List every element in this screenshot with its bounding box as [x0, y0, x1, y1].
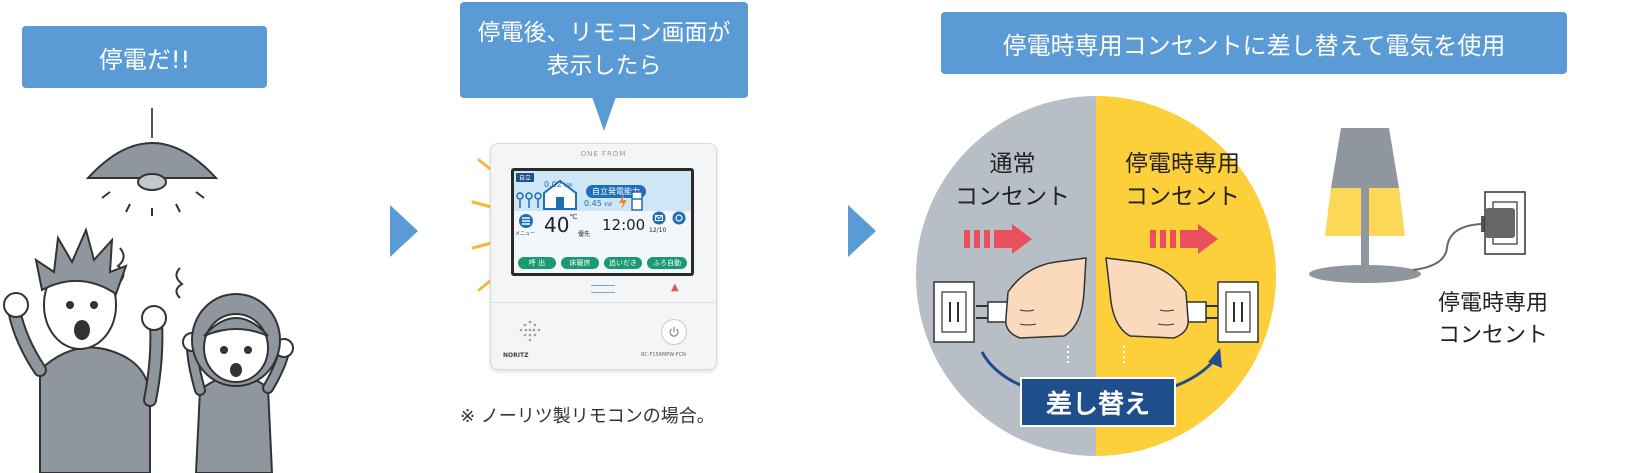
priority-label: 優先 [578, 231, 591, 238]
normal-outlet-label-line-1: 通常 [989, 151, 1036, 177]
red-arrow-right [1150, 224, 1218, 254]
callout-power-outage: 停電だ!! [22, 26, 267, 88]
remote-button-floor-heating[interactable]: 床暖房 [561, 257, 599, 269]
power-left-unit: kW [564, 183, 573, 189]
outage-outlet-label-line-1: 停電時専用 [1125, 151, 1240, 177]
red-arrow-left [964, 224, 1032, 254]
self-power-label: 自立発電能力 [586, 185, 646, 198]
normal-outlet-label-line-2: コンセント [955, 184, 1070, 211]
flame-indicator: ▲ [671, 282, 679, 293]
lamp-shade [1331, 128, 1399, 188]
remote-model: RC-F156MPW-FCN [641, 352, 686, 358]
outage-outlet-label-line-2: コンセント [1125, 184, 1240, 211]
callout-text: 停電時専用コンセントに差し替えて電気を使用 [1002, 31, 1506, 60]
power-left-value: 0.02 [544, 180, 562, 189]
hand-pulling-plug [976, 257, 1087, 339]
remote-button-auto-bath[interactable]: ふろ自動 [647, 257, 687, 269]
callout-tail [592, 97, 616, 131]
lamp-outlet-label: 停電時専用 コンセント [1418, 288, 1568, 352]
fridge-icon [631, 191, 643, 211]
callout-line-2: 表示したら [546, 53, 662, 79]
power-right-unit: kW [604, 202, 613, 208]
lightning-icon [619, 194, 627, 210]
power-right-value: 0.45 [584, 199, 602, 208]
callout-line-1: 停電後、リモコン画面が [477, 19, 731, 46]
mail-icon [652, 211, 666, 225]
remote-screen: 自立 自立発電能力 0.02 kW 0.45 kW [511, 168, 694, 276]
power-right-readout: 0.45 kW [584, 199, 612, 208]
wall-outlet [1484, 191, 1526, 255]
speaker-grille [519, 320, 541, 342]
screen-display: 自立 自立発電能力 0.02 kW 0.45 kW [514, 171, 691, 273]
remote-button-reheat[interactable]: 追いだき [604, 257, 642, 269]
step-arrow-2 [848, 205, 876, 257]
mode-tag: 自立 [516, 173, 535, 182]
time-readout: 12:00 [602, 216, 646, 234]
lamp-outlet-label-line-2: コンセント [1437, 322, 1548, 348]
outage-outlet [1217, 281, 1259, 343]
power-left-readout: 0.02 kW [544, 180, 572, 189]
house-icon [543, 179, 577, 210]
remote-divider [491, 302, 716, 303]
swap-badge-text: 差し替え [1045, 389, 1150, 420]
power-icon [669, 327, 679, 337]
power-cord [1412, 223, 1482, 271]
remote-note: ※ ノーリツ製リモコンの場合。 [460, 406, 715, 427]
date-readout: 12/10 [649, 227, 667, 234]
normal-outlet [933, 281, 975, 343]
menu-label: メニュー [515, 231, 536, 237]
callout-use-outage-outlet: 停電時専用コンセントに差し替えて電気を使用 [941, 12, 1567, 74]
lamp-outlet-label-line-1: 停電時専用 [1437, 291, 1548, 316]
swap-badge: 差し替え [1020, 377, 1176, 427]
temp-readout: 40℃ [544, 213, 577, 237]
woman-figure [182, 293, 294, 473]
outage-outlet-label: 停電時専用 コンセント [1110, 148, 1255, 215]
step-arrow-1 [390, 205, 418, 257]
normal-outlet-label: 通常 コンセント [945, 148, 1080, 215]
lamp-outlet-illustration [1309, 128, 1526, 283]
remote-maker: NORITZ [503, 352, 529, 359]
settings-icon [672, 211, 686, 225]
menu-icon [519, 214, 533, 228]
temp-unit: ℃ [569, 213, 578, 221]
man-figure [3, 226, 167, 473]
power-button[interactable] [661, 319, 687, 345]
temp-value: 40 [544, 213, 570, 237]
remote-button-call[interactable]: 呼 出 [518, 257, 556, 269]
power-outage-illustration [3, 108, 294, 473]
remote-controller: ONE FROM 自立 自立発電能力 0.02 kW 0.45 kW [490, 143, 717, 370]
remote-indicator-lines [591, 285, 615, 293]
callout-text: 停電だ!! [98, 45, 191, 74]
hand-inserting-plug [1105, 257, 1218, 339]
antenna-icons [516, 192, 542, 208]
callout-remote-display: 停電後、リモコン画面が 表示したら [460, 2, 748, 98]
remote-brand-top: ONE FROM [580, 150, 627, 158]
